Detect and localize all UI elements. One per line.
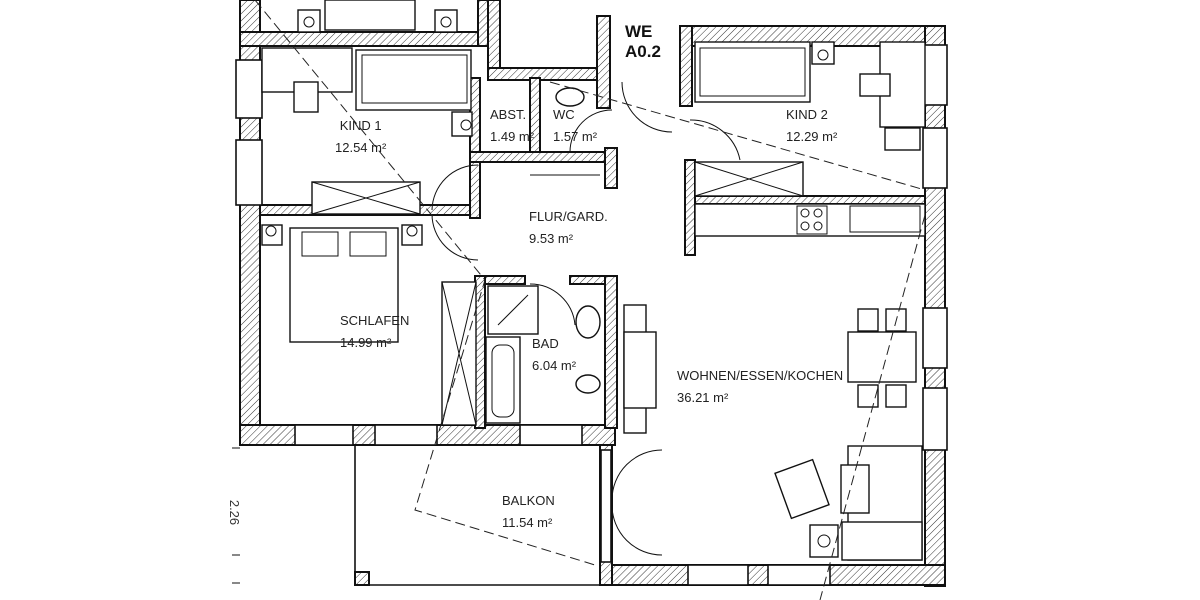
room-balkon: BALKON 11.54 m² [502,493,555,531]
room-name: FLUR/GARD. [529,209,608,224]
balcony-outline [354,445,600,586]
room-kind-2: KIND 2 12.29 m² [786,107,837,145]
room-area: 1.49 m² [490,129,535,144]
room-wc: WC 1.57 m² [553,107,597,145]
unit-id: WE A0.2 [625,22,661,62]
room-flur: FLUR/GARD. 9.53 m² [529,209,608,247]
section-lines [254,0,926,600]
room-name: BALKON [502,493,555,508]
room-area: 1.57 m² [553,129,598,144]
room-area: 12.54 m² [335,140,387,155]
dimension-label: 2.26 [227,499,243,526]
room-name: KIND 1 [339,118,382,133]
room-kind-1: KIND 1 12.54 m² [335,118,386,156]
interior-walls [259,77,926,429]
room-bad: BAD 6.04 m² [532,336,576,374]
unit-id-line1: WE [625,22,653,41]
room-area: 11.54 m² [502,515,553,530]
room-area: 36.21 m² [677,390,729,405]
room-name: WC [553,107,575,122]
room-name: KIND 2 [786,107,828,122]
room-area: 6.04 m² [532,358,577,373]
room-name: BAD [532,336,559,351]
room-wohnen: WOHNEN/ESSEN/KOCHEN 36.21 m² [677,368,843,406]
unit-id-line2: A0.2 [625,42,661,61]
furniture [261,0,926,561]
dimension-ticks [232,447,240,584]
room-schlafen: SCHLAFEN 14.99 m² [340,313,409,351]
room-name: SCHLAFEN [340,313,410,328]
windows [235,44,948,586]
doors [431,81,741,556]
room-area: 12.29 m² [786,129,838,144]
room-name: WOHNEN/ESSEN/KOCHEN [677,368,844,383]
room-area: 9.53 m² [529,231,574,246]
room-area: 14.99 m² [340,335,392,350]
room-name: ABST. [490,107,527,122]
room-abstellraum: ABST. 1.49 m² [490,107,534,145]
